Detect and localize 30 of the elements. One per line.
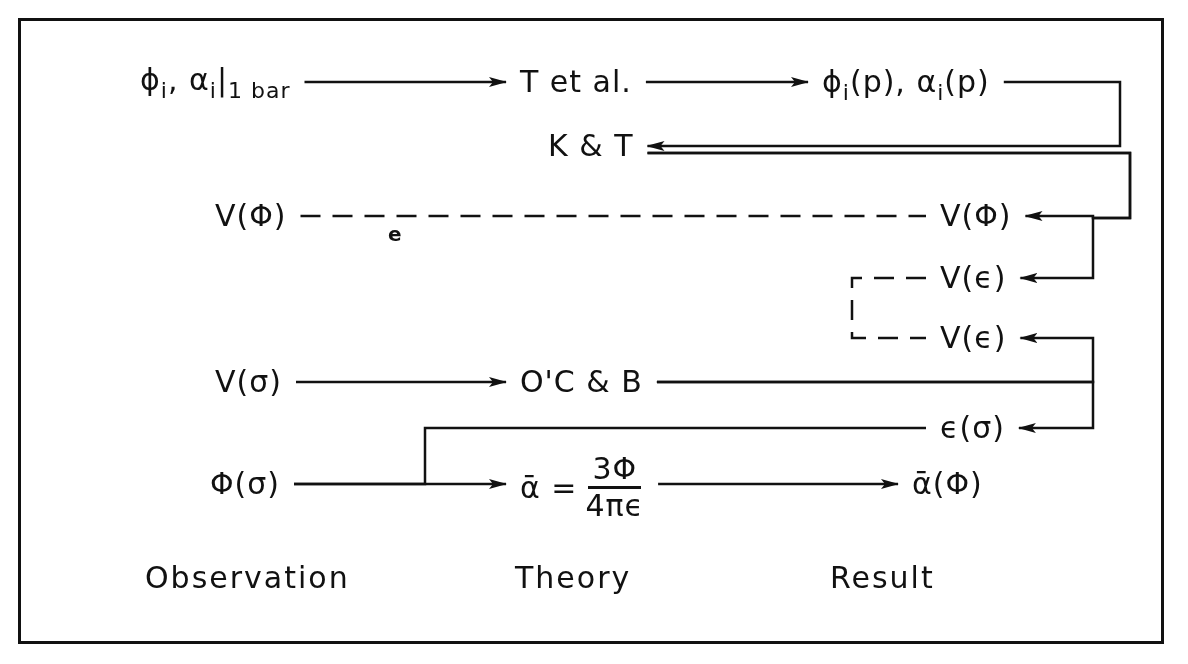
arrow <box>645 77 809 87</box>
node-label: ᾱ(Φ) <box>912 466 983 502</box>
node-label: ϕ$_{i}$(p), α$_{i}$(p) <box>822 64 990 100</box>
arrow <box>658 479 899 489</box>
connector-line <box>294 426 926 486</box>
fraction-numerator: 3Φ <box>588 452 642 489</box>
node-label: T et al. <box>520 64 632 100</box>
node-label: V(ϵ) <box>940 320 1007 356</box>
arrow <box>656 380 1095 433</box>
node-label: O'C & B <box>520 364 643 400</box>
arrow <box>646 80 1122 151</box>
fraction-denominator: 4πϵ <box>585 489 645 523</box>
dashed-connector <box>850 276 926 340</box>
node-label: V(Φ) <box>940 198 1012 234</box>
dashed-connector <box>300 214 926 218</box>
node-label: ϵ(σ) <box>940 410 1005 446</box>
node-label: V(ϵ) <box>940 260 1007 296</box>
line-label: e <box>388 222 404 246</box>
node-label: K & T <box>548 128 634 164</box>
node-label: V(Φ) <box>215 198 287 234</box>
column-label: Observation <box>145 560 350 596</box>
node-label: ϕ$_{i}$, α$_{i}$|$_{1 bar}$ <box>140 62 291 98</box>
arrow <box>647 151 1132 283</box>
column-label: Theory <box>515 560 632 596</box>
arrow <box>304 77 507 87</box>
formula-text: ᾱ = <box>520 469 578 506</box>
arrow <box>296 377 507 387</box>
node-label: Φ(σ) <box>210 466 281 502</box>
node-label: V(σ) <box>215 364 282 400</box>
column-label: Result <box>830 560 935 596</box>
